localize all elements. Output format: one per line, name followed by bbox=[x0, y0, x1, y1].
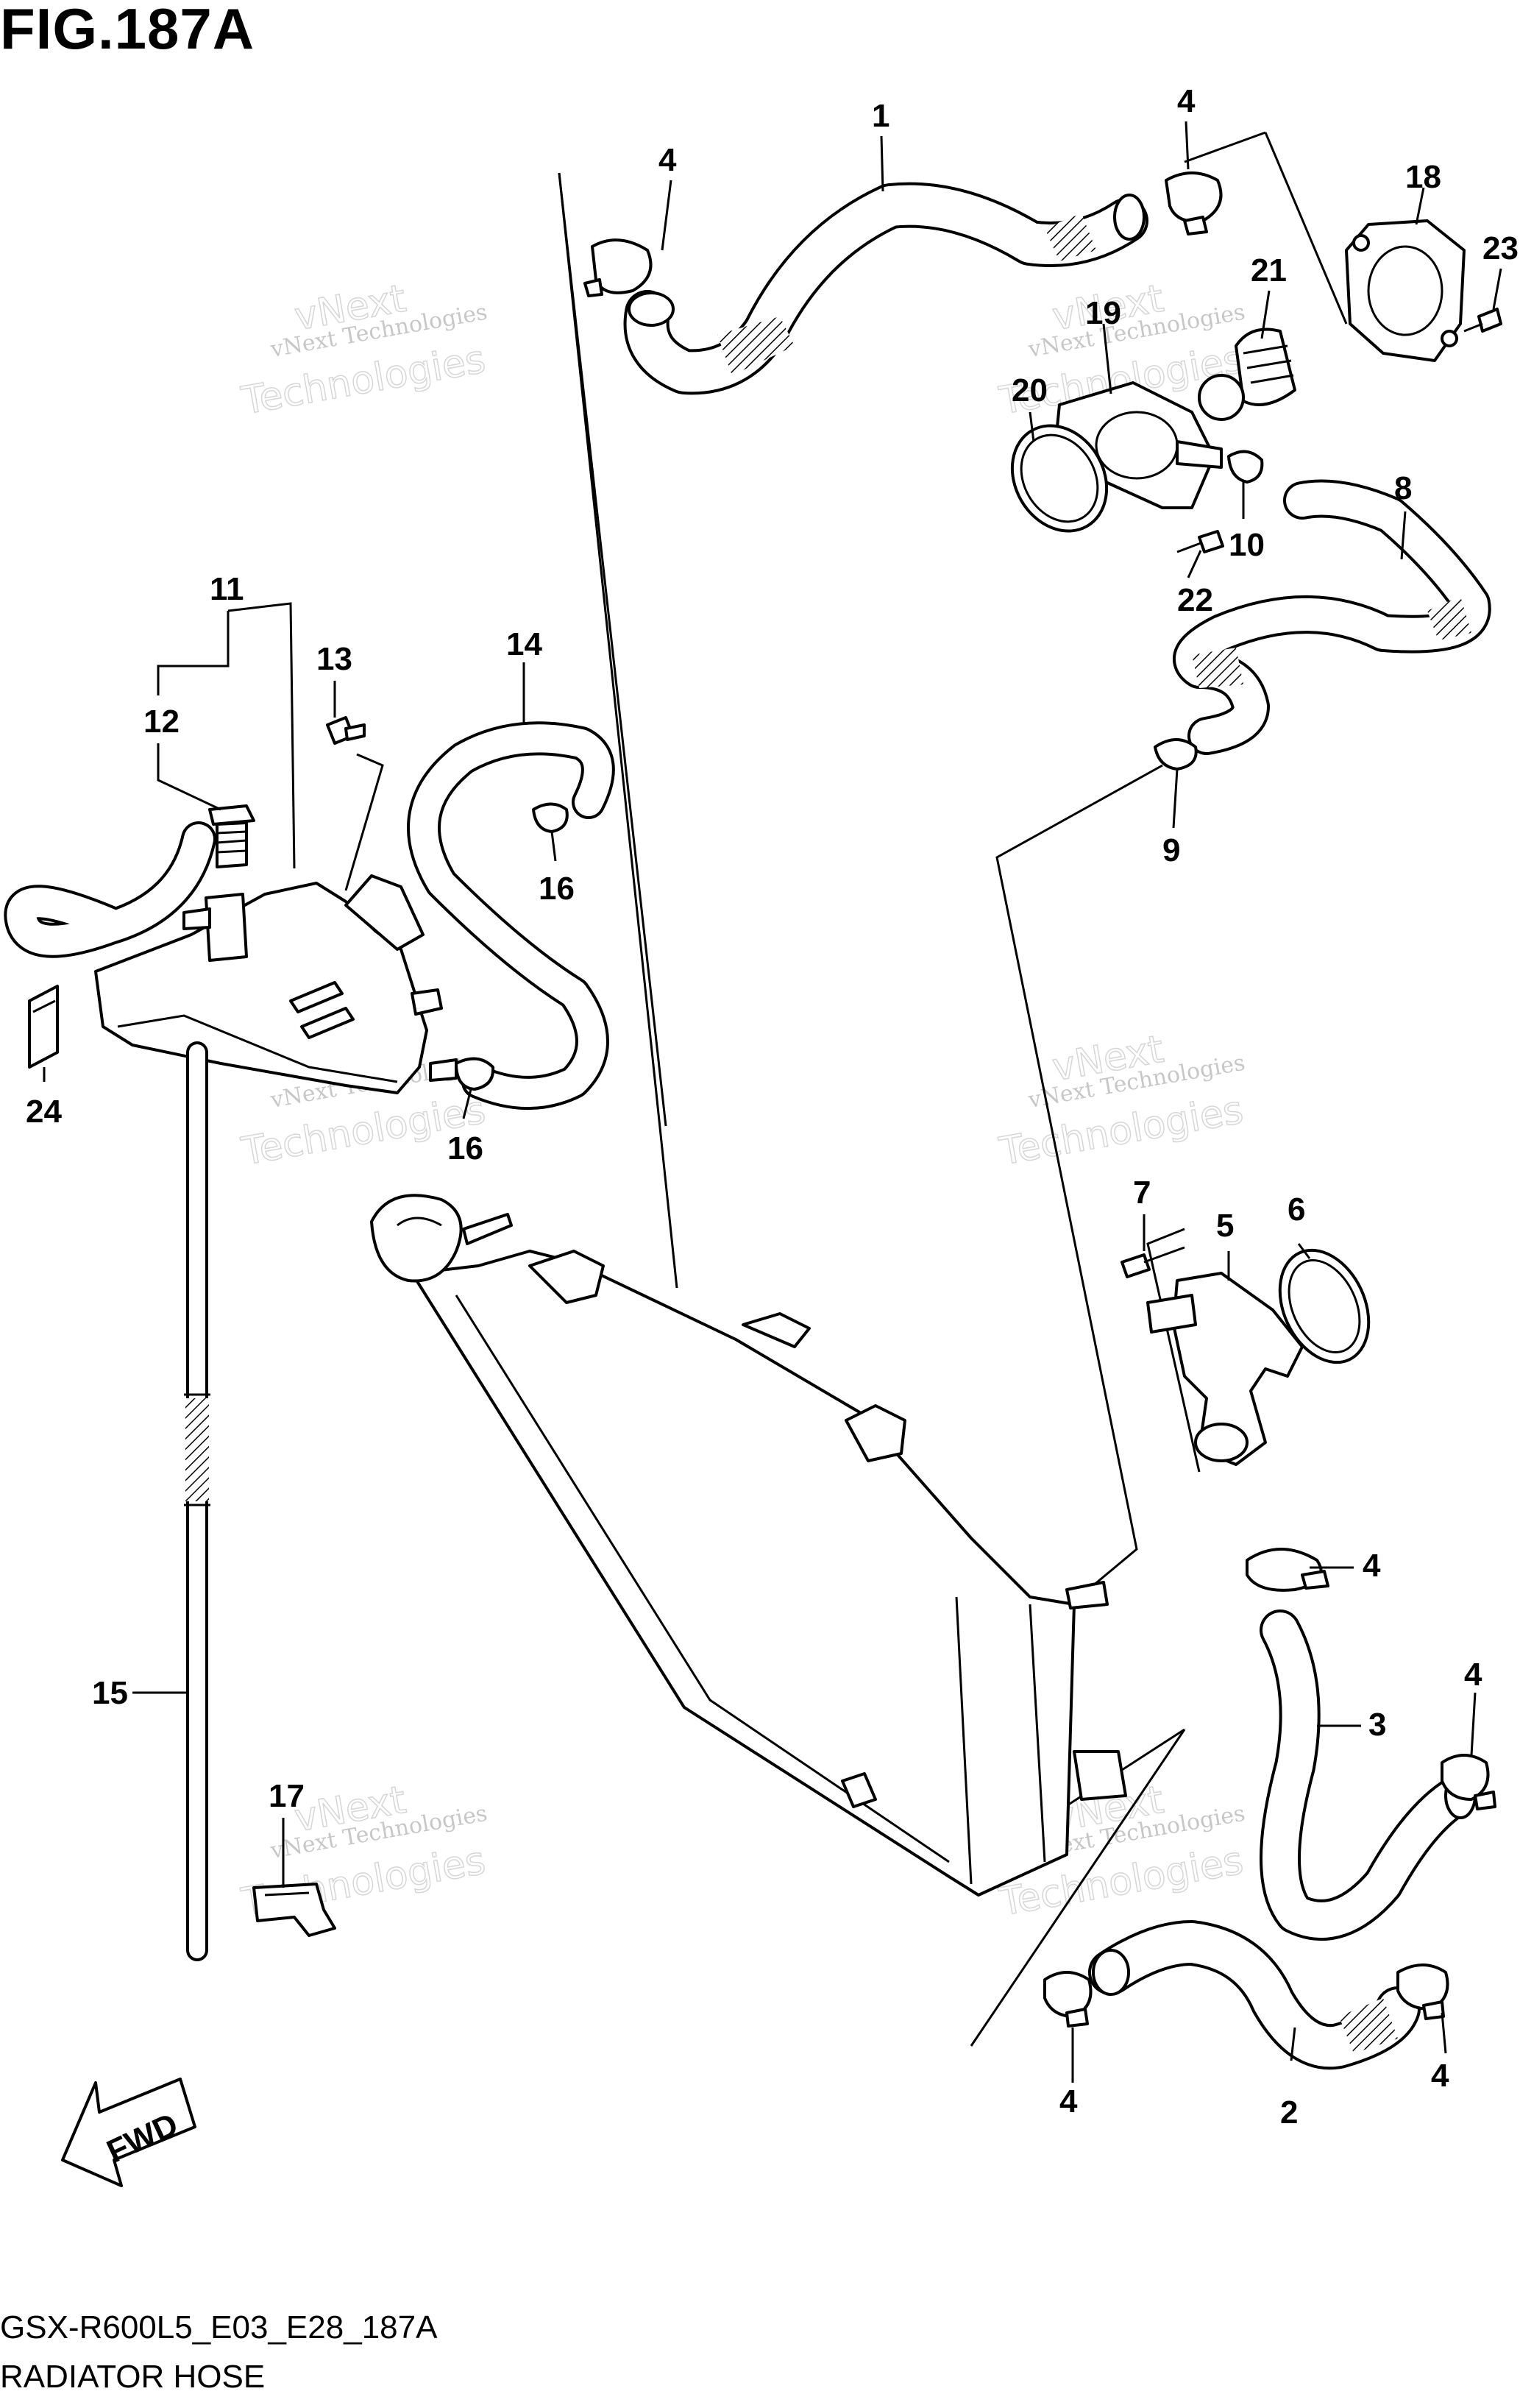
radiator bbox=[370, 1194, 1127, 1897]
figure-name: RADIATOR HOSE bbox=[0, 2359, 266, 2395]
callout-24: 24 bbox=[26, 1094, 62, 1130]
callout-4: 4 bbox=[658, 142, 677, 178]
clamp-4-top-left bbox=[583, 238, 653, 297]
callout-11: 11 bbox=[210, 571, 244, 607]
figure-title: FIG.187A bbox=[0, 0, 255, 61]
callout-22: 22 bbox=[1177, 582, 1213, 618]
thermostat-cover-18 bbox=[1345, 219, 1466, 362]
model-code: GSX-R600L5_E03_E28_187A bbox=[0, 2309, 438, 2345]
clamp-16-upper bbox=[532, 802, 569, 833]
fwd-arrow-icon: FWD bbox=[61, 2078, 196, 2187]
callout-4: 4 bbox=[1059, 2083, 1078, 2120]
callout-15: 15 bbox=[92, 1675, 128, 1711]
callout-21: 21 bbox=[1251, 252, 1287, 288]
clamp-16-lower bbox=[429, 1057, 495, 1091]
callout-3: 3 bbox=[1368, 1707, 1386, 1743]
callout-4: 4 bbox=[1431, 2058, 1449, 2094]
callout-16: 16 bbox=[539, 871, 575, 907]
callout-4: 4 bbox=[1464, 1657, 1482, 1693]
thermostat-21 bbox=[1198, 327, 1296, 421]
callout-6: 6 bbox=[1288, 1191, 1305, 1228]
clamp-4-mid bbox=[1246, 1548, 1329, 1592]
clamp-9 bbox=[1154, 738, 1198, 771]
leader-lines bbox=[43, 121, 1502, 2083]
callout-13: 13 bbox=[316, 641, 352, 677]
callout-14: 14 bbox=[506, 626, 542, 662]
bolt-23 bbox=[1463, 308, 1502, 333]
callout-10: 10 bbox=[1229, 527, 1265, 563]
bolt-7 bbox=[1121, 1246, 1185, 1278]
grouping-lines bbox=[558, 131, 1348, 2047]
hose-8 bbox=[1173, 479, 1491, 755]
clamp-4-right bbox=[1441, 1754, 1496, 1810]
callout-17: 17 bbox=[269, 1778, 305, 1814]
callout-7: 7 bbox=[1133, 1175, 1151, 1211]
callout-12: 12 bbox=[143, 704, 180, 740]
hose-15 bbox=[184, 1041, 210, 1961]
o-ring-6 bbox=[1278, 1248, 1371, 1364]
clamp-4-bottom-left bbox=[1043, 1971, 1093, 2028]
bolt-13 bbox=[326, 716, 366, 745]
overflow-hose bbox=[4, 821, 216, 958]
clamp-10 bbox=[1227, 450, 1264, 484]
hose-2 bbox=[1088, 1920, 1421, 2070]
reservoir-tank bbox=[94, 874, 443, 1094]
cap-12 bbox=[208, 804, 255, 868]
clamp-4-top-right bbox=[1165, 171, 1223, 236]
hose-1 bbox=[623, 182, 1148, 395]
callout-1: 1 bbox=[872, 98, 889, 134]
callout-16: 16 bbox=[447, 1130, 483, 1166]
hose-14 bbox=[407, 721, 615, 1110]
callout-18: 18 bbox=[1405, 159, 1441, 195]
callout-8: 8 bbox=[1394, 470, 1412, 506]
callout-2: 2 bbox=[1280, 2094, 1298, 2131]
callout-9: 9 bbox=[1162, 832, 1180, 868]
label-24 bbox=[28, 985, 59, 1069]
bolt-22 bbox=[1176, 530, 1224, 553]
callout-23: 23 bbox=[1482, 230, 1519, 266]
clamp-4-bottom-right bbox=[1396, 1963, 1449, 2020]
clip-17 bbox=[252, 1883, 336, 1937]
callout-20: 20 bbox=[1012, 372, 1048, 408]
callout-4: 4 bbox=[1363, 1548, 1381, 1584]
callout-5: 5 bbox=[1216, 1208, 1234, 1244]
callout-4: 4 bbox=[1177, 83, 1196, 119]
outlet-5 bbox=[1146, 1272, 1304, 1466]
callout-labels: 1 4 4 18 23 21 19 20 8 10 22 9 11 12 13 … bbox=[26, 83, 1519, 2131]
callout-19: 19 bbox=[1085, 295, 1121, 331]
